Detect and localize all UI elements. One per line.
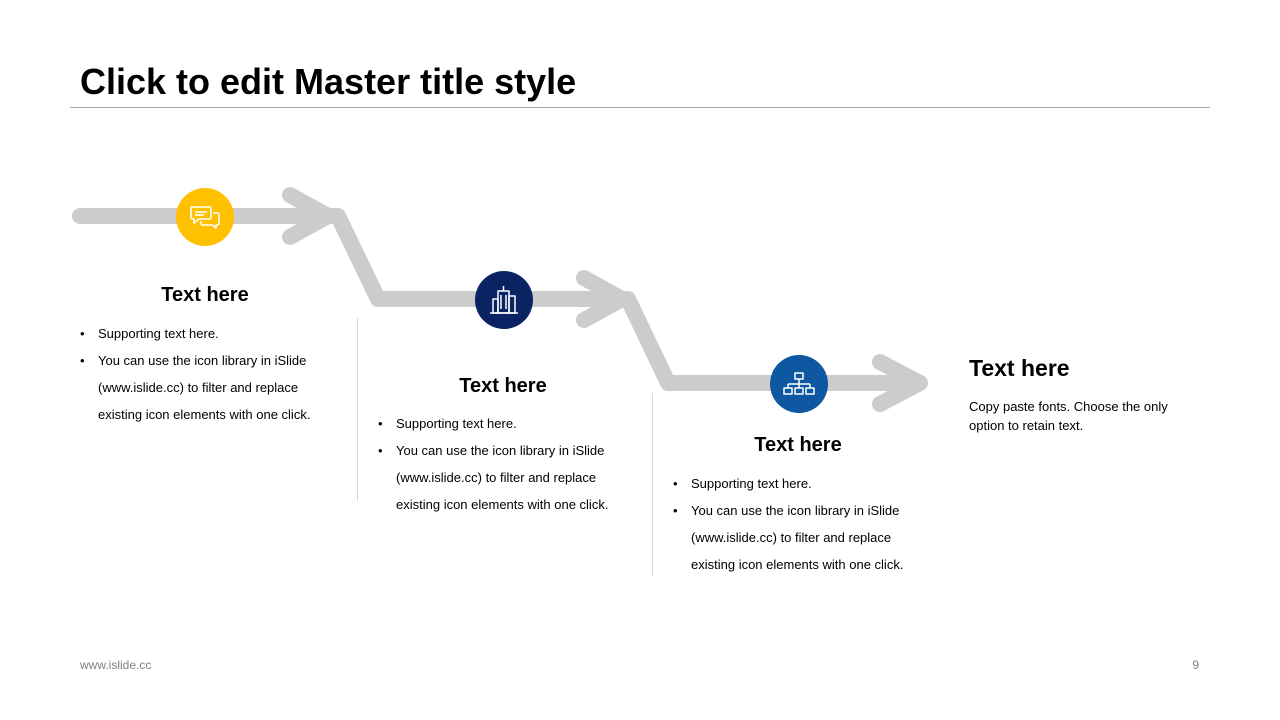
page-number: 9: [1192, 658, 1199, 672]
list-item: You can use the icon library in iSlide(w…: [80, 347, 340, 428]
step2-heading: Text here: [459, 375, 547, 397]
list-item: Supporting text here.: [673, 470, 933, 497]
footer-url: www.islide.cc: [80, 658, 152, 672]
list-item: You can use the icon library in iSlide(w…: [378, 437, 638, 518]
arrowhead-1: [282, 187, 336, 245]
step3-bullets: Supporting text here. You can use the ic…: [673, 470, 933, 578]
step1-bullets: Supporting text here. You can use the ic…: [80, 320, 340, 428]
column-divider: [652, 393, 653, 576]
list-item: You can use the icon library in iSlide(w…: [673, 497, 933, 578]
building-icon: [490, 286, 518, 314]
final-body: Copy paste fonts. Choose the only option…: [969, 399, 1168, 433]
final-heading: Text here: [969, 355, 1070, 381]
arrowhead-3: [872, 354, 928, 412]
list-item: Supporting text here.: [80, 320, 340, 347]
step1-heading: Text here: [161, 284, 249, 306]
step3-circle: [770, 355, 828, 413]
list-item: Supporting text here.: [378, 410, 638, 437]
column-divider: [357, 318, 358, 501]
slide-title: Click to edit Master title style: [80, 61, 577, 102]
title-divider: [70, 107, 1210, 108]
step3-heading: Text here: [754, 434, 842, 456]
arrowhead-2: [576, 270, 630, 328]
chat-bubbles-icon: [190, 206, 220, 229]
step1-circle: [176, 188, 234, 246]
step2-bullets: Supporting text here. You can use the ic…: [378, 410, 638, 518]
org-chart-icon: [783, 372, 815, 395]
step2-circle: [475, 271, 533, 329]
